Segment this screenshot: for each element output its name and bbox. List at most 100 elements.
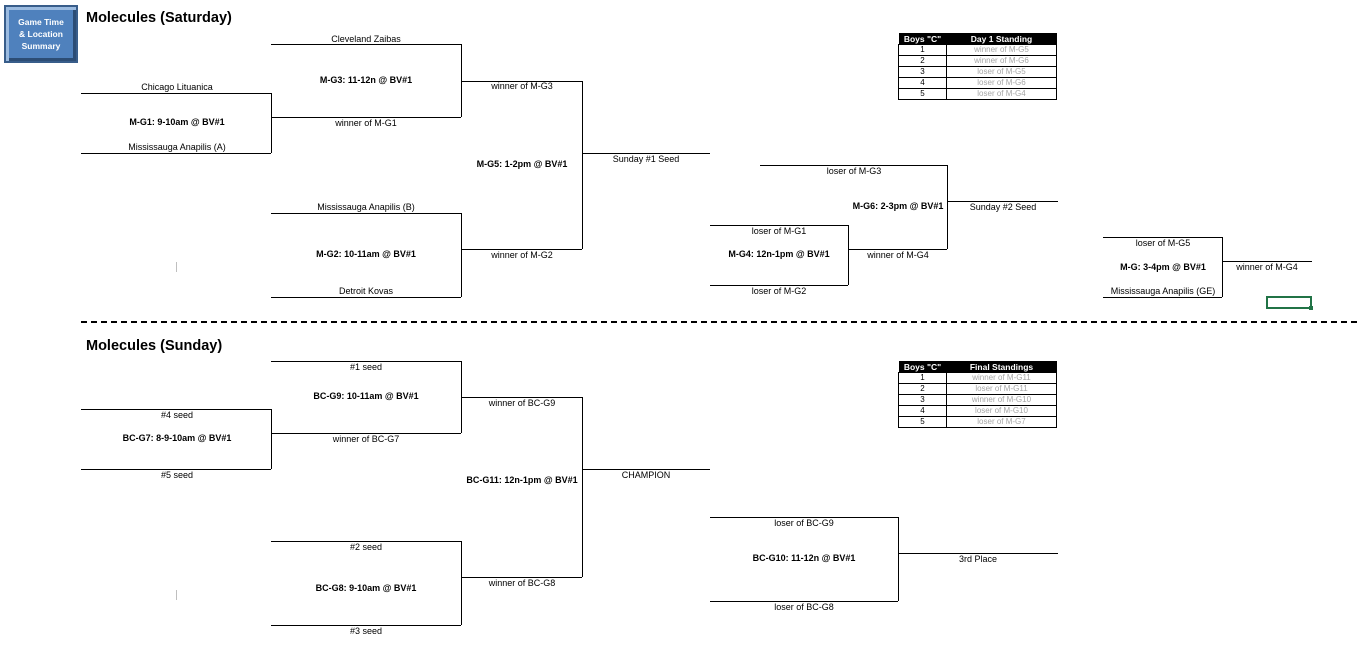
m-g6-result: Sunday #2 Seed xyxy=(969,202,1037,212)
bracket-line xyxy=(271,297,461,298)
bracket-line xyxy=(1222,261,1312,262)
bracket-line xyxy=(1222,237,1223,297)
sunday-title: Molecules (Sunday) xyxy=(86,338,223,354)
m-g4-top-team: loser of M-G1 xyxy=(751,226,807,236)
bracket-line xyxy=(760,165,947,166)
day1-head-standing: Day 1 Standing xyxy=(946,33,1057,45)
m-g3-game-label: M-G3: 11-12n @ BV#1 xyxy=(319,75,413,85)
m-g6-game-label: M-G6: 2-3pm @ BV#1 xyxy=(852,201,944,211)
rank-cell: 3 xyxy=(898,66,947,78)
bc-g11-top-team: winner of BC-G9 xyxy=(488,398,556,408)
bc-g7-game-label: BC-G7: 8-9-10am @ BV#1 xyxy=(122,433,232,443)
bracket-line xyxy=(461,397,582,398)
bracket-line xyxy=(461,213,462,297)
m-g6-top-team: loser of M-G3 xyxy=(826,166,882,176)
bc-g8-game-label: BC-G8: 9-10am @ BV#1 xyxy=(315,583,417,593)
rank-cell: 4 xyxy=(898,405,947,417)
m-g5-game-label: M-G5: 1-2pm @ BV#1 xyxy=(476,159,568,169)
m-g-game-label: M-G: 3-4pm @ BV#1 xyxy=(1120,262,1206,272)
bracket-line xyxy=(1103,297,1222,298)
summary-button-label: Game Time & Location Summary xyxy=(18,17,64,51)
bc-g11-game-label: BC-G11: 12n-1pm @ BV#1 xyxy=(466,475,578,485)
team-cell: winner of M-G10 xyxy=(946,394,1057,406)
m-g5-result: Sunday #1 Seed xyxy=(612,154,680,164)
bc-g7-top-team: #4 seed xyxy=(160,410,194,420)
bracket-line xyxy=(1103,237,1222,238)
bracket-line xyxy=(81,153,271,154)
m-g4-game-label: M-G4: 12n-1pm @ BV#1 xyxy=(728,249,830,259)
team-cell: loser of M-G11 xyxy=(946,383,1057,395)
bracket-line xyxy=(710,225,848,226)
m-g2-top-team: Mississauga Anapilis (B) xyxy=(317,202,415,212)
bracket-line xyxy=(848,249,947,250)
m-g-top-team: loser of M-G5 xyxy=(1135,238,1191,248)
rank-cell: 5 xyxy=(898,88,947,100)
bracket-line xyxy=(271,361,461,362)
bracket-line xyxy=(898,517,899,601)
rank-cell: 2 xyxy=(898,55,947,67)
m-g1-top-team: Chicago Lituanica xyxy=(141,82,213,92)
bc-g10-top-team: loser of BC-G9 xyxy=(774,518,834,528)
bracket-line xyxy=(848,225,849,285)
bracket-line xyxy=(461,577,582,578)
team-cell: winner of M-G11 xyxy=(946,372,1057,384)
bracket-line xyxy=(271,213,461,214)
rank-cell: 5 xyxy=(898,416,947,428)
bracket-line xyxy=(461,44,462,117)
rank-cell: 1 xyxy=(898,44,947,56)
day-divider xyxy=(81,321,1357,323)
bracket-line xyxy=(582,469,710,470)
bracket-line xyxy=(461,541,462,625)
m-g2-game-label: M-G2: 10-11am @ BV#1 xyxy=(316,249,416,259)
bc-g9-top-team: #1 seed xyxy=(349,362,383,372)
bc-g10-game-label: BC-G10: 11-12n @ BV#1 xyxy=(752,553,856,563)
selected-cell[interactable] xyxy=(1266,296,1313,310)
bracket-line xyxy=(81,469,271,470)
bc-g10-result: 3rd Place xyxy=(958,554,998,564)
bracket-line xyxy=(461,249,582,250)
bracket-line xyxy=(271,541,461,542)
m-g-bottom-team: Mississauga Anapilis (GE) xyxy=(1110,286,1216,296)
bracket-line xyxy=(81,93,271,94)
m-g1-bottom-team: Mississauga Anapilis (A) xyxy=(128,142,226,152)
final-head-division: Boys "C" xyxy=(898,361,947,373)
bc-g7-bottom-team: #5 seed xyxy=(160,470,194,480)
bracket-line xyxy=(271,409,272,469)
m-g3-bottom-team: winner of M-G1 xyxy=(335,118,397,128)
bracket-line xyxy=(710,285,848,286)
bracket-line xyxy=(898,553,1058,554)
final-head-standing: Final Standings xyxy=(946,361,1057,373)
bracket-line xyxy=(271,93,272,153)
bracket-line xyxy=(710,601,898,602)
team-cell: winner of M-G5 xyxy=(946,44,1057,56)
team-cell: winner of M-G6 xyxy=(946,55,1057,67)
bracket-line xyxy=(271,433,461,434)
cell-mark xyxy=(176,590,177,600)
bracket-line xyxy=(947,201,1058,202)
m-g4-bottom-team: loser of M-G2 xyxy=(751,286,807,296)
bc-g11-bottom-team: winner of BC-G8 xyxy=(488,578,556,588)
bracket-line xyxy=(271,117,461,118)
bracket-line xyxy=(81,409,271,410)
m-g2-bottom-team: Detroit Kovas xyxy=(338,286,394,296)
team-cell: loser of M-G7 xyxy=(946,416,1057,428)
m-g1-game-label: M-G1: 9-10am @ BV#1 xyxy=(129,117,225,127)
rank-cell: 4 xyxy=(898,77,947,89)
bc-g9-game-label: BC-G9: 10-11am @ BV#1 xyxy=(313,391,419,401)
bracket-line xyxy=(582,153,710,154)
team-cell: loser of M-G5 xyxy=(946,66,1057,78)
bc-g11-result: CHAMPION xyxy=(621,470,671,480)
team-cell: loser of M-G6 xyxy=(946,77,1057,89)
game-time-location-summary-button[interactable]: Game Time & Location Summary xyxy=(4,5,78,63)
bracket-line xyxy=(271,44,461,45)
